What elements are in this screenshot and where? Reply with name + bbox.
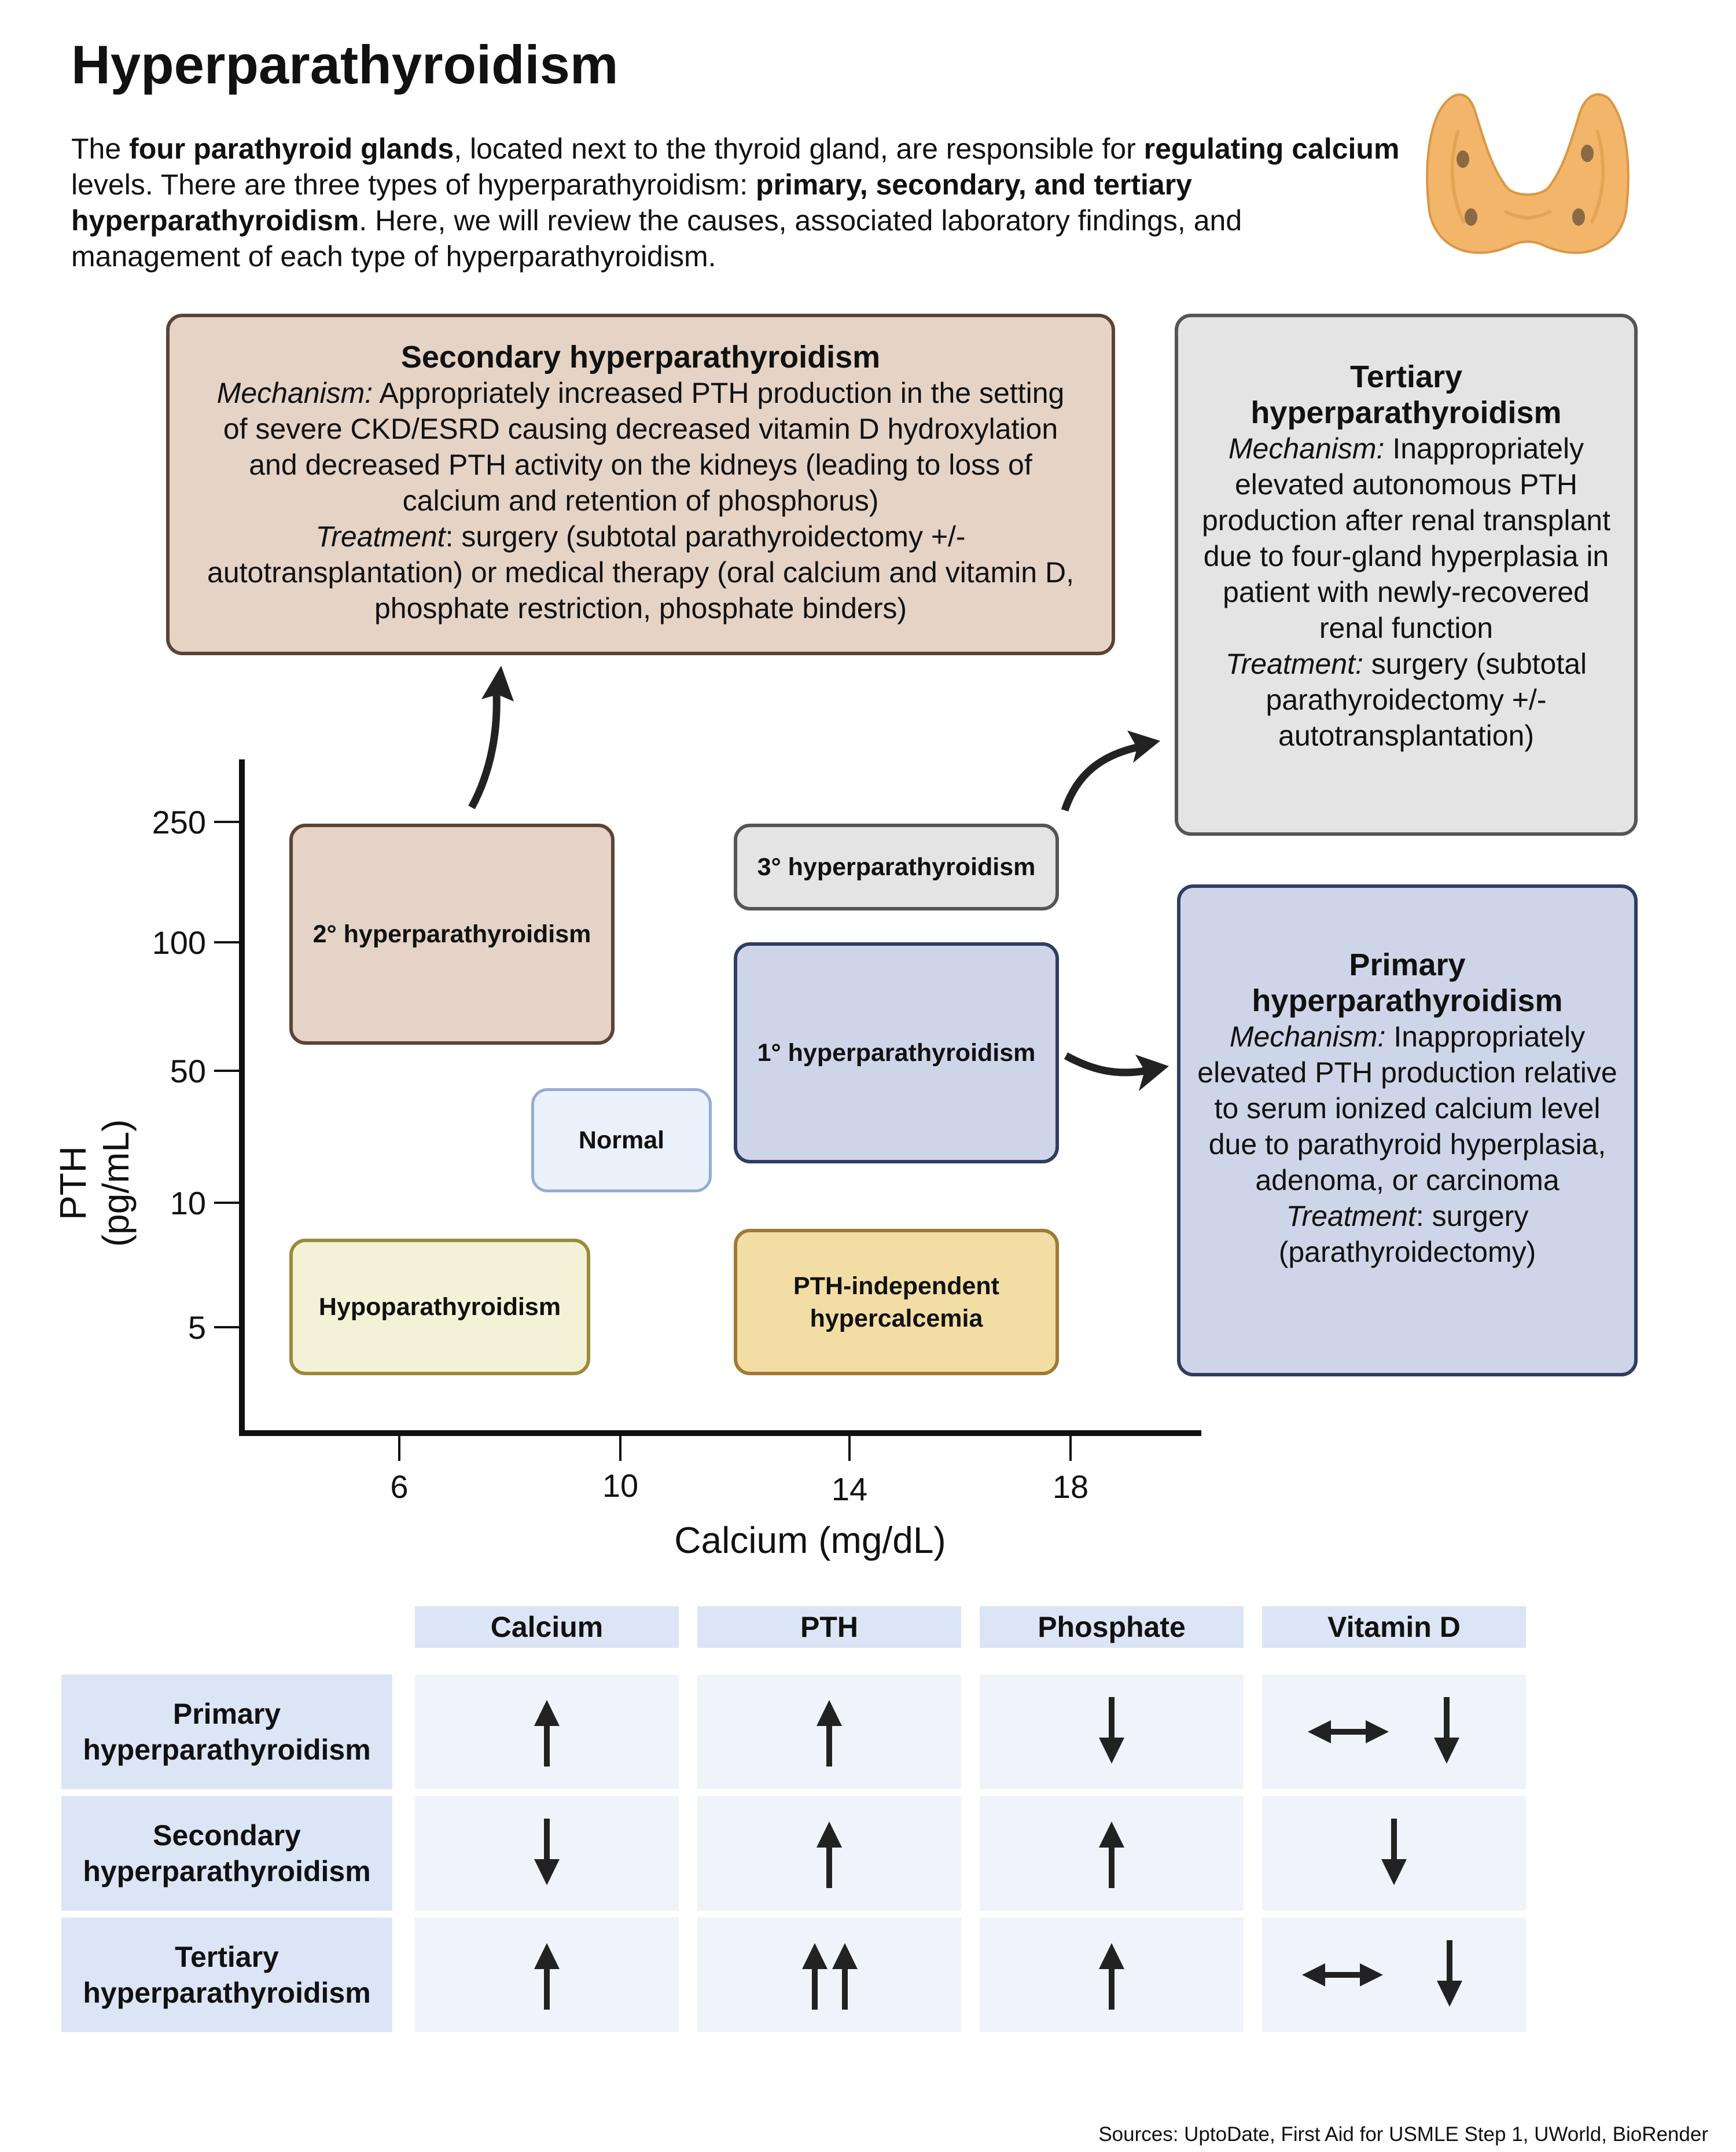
up-arrow-icon <box>816 1822 842 1888</box>
thyroid-gland-illustration <box>1426 93 1630 254</box>
row-header-tertiary-label: Tertiary hyperparathyroidism <box>83 1941 371 2009</box>
tertiary-box-title: Tertiary hyperparathyroidism <box>1250 359 1562 430</box>
row-header-secondary: Secondary hyperparathyroidism <box>61 1796 392 1911</box>
x-tick-label: 14 <box>831 1471 868 1507</box>
row-header-primary: Primary hyperparathyroidism <box>61 1674 392 1789</box>
down-arrow-icon <box>1099 1697 1124 1764</box>
tertiary-treatment-label: Treatment: <box>1225 648 1363 680</box>
primary-mechanism-text: Inappropriately elevated PTH production … <box>1197 1020 1617 1196</box>
cell-primary-vitamin-d <box>1262 1674 1526 1789</box>
x-tick-label: 6 <box>390 1468 409 1505</box>
up-arrow-icon <box>534 1700 560 1767</box>
up-arrow-icon <box>816 1700 842 1767</box>
region-pth-independent: PTH-independent hypercalcemia <box>734 1229 1059 1375</box>
tertiary-mechanism-label: Mechanism: <box>1228 432 1385 465</box>
parathyroid-gland-icon <box>1465 208 1477 226</box>
down-arrow-icon <box>1381 1819 1407 1885</box>
secondary-treatment-label: Treatment <box>315 520 446 553</box>
x-tick-label: 10 <box>602 1467 639 1504</box>
cell-tertiary-pth <box>697 1918 961 2032</box>
double-headed-arrow-icon <box>1302 1963 1383 1986</box>
parathyroid-gland-icon <box>1572 208 1585 226</box>
column-header-pth: PTH <box>697 1606 961 1648</box>
region-normal: Normal <box>531 1088 712 1192</box>
secondary-box-title: Secondary hyperparathyroidism <box>400 340 881 374</box>
y-tick-label: 10 <box>170 1185 206 1221</box>
primary-box-title: Primary hyperparathyroidism <box>1252 948 1563 1018</box>
row-header-secondary-label: Secondary hyperparathyroidism <box>83 1819 371 1887</box>
tertiary-box-body: Mechanism: Inappropriately elevated auto… <box>1196 431 1617 754</box>
y-tick-label: 250 <box>152 804 206 840</box>
intro-text-2: , located next to the thyroid gland, are… <box>454 133 1144 165</box>
x-tick-label: 18 <box>1052 1468 1089 1505</box>
tertiary-mechanism-text: Inappropriately elevated autonomous PTH … <box>1202 432 1610 644</box>
region-secondary-label: 2° hyperparathyroidism <box>312 920 591 948</box>
intro-paragraph: The four parathyroid glands, located nex… <box>71 131 1402 274</box>
down-arrow-icon <box>1437 1940 1462 2007</box>
sources-footnote: Sources: UptoDate, First Aid for USMLE S… <box>1098 2123 1708 2146</box>
intro-bold-2: regulating calcium <box>1143 133 1400 165</box>
up-arrow-icon <box>832 1943 858 2010</box>
y-tick-label: 5 <box>187 1309 206 1346</box>
row-header-primary-label: Primary hyperparathyroidism <box>83 1698 371 1766</box>
parathyroid-gland-icon <box>1581 145 1594 162</box>
primary-treatment-label: Treatment <box>1286 1200 1416 1232</box>
column-header-phosphate: Phosphate <box>980 1606 1244 1648</box>
intro-bold-1: four parathyroid glands <box>129 133 454 165</box>
double-headed-arrow-icon <box>1308 1720 1389 1743</box>
column-header-calcium-label: Calcium <box>490 1611 604 1643</box>
column-header-calcium: Calcium <box>415 1606 679 1648</box>
curved-arrow-icon <box>1064 1052 1169 1091</box>
secondary-description-box: Secondary hyperparathyroidism Mechanism:… <box>166 314 1115 655</box>
region-primary: 1° hyperparathyroidism <box>734 942 1059 1163</box>
column-header-pth-label: PTH <box>800 1611 858 1643</box>
secondary-mechanism-label: Mechanism: <box>216 377 373 409</box>
tertiary-description-box: Tertiary hyperparathyroidism Mechanism: … <box>1175 314 1638 836</box>
column-header-vitamin-d-label: Vitamin D <box>1327 1611 1461 1643</box>
primary-description-box: Primary hyperparathyroidism Mechanism: I… <box>1177 884 1638 1376</box>
intro-text-1: The <box>71 133 130 165</box>
parathyroid-gland-icon <box>1457 150 1469 168</box>
region-pth-independent-label: PTH-independent hypercalcemia <box>793 1272 999 1332</box>
up-arrow-icon <box>1099 1943 1124 2010</box>
region-hypoparathyroidism: Hypoparathyroidism <box>289 1239 590 1375</box>
curved-arrow-icon <box>468 666 514 810</box>
up-arrow-icon <box>534 1943 560 2010</box>
tertiary-treatment-text: surgery (subtotal parathyroidectomy +/- … <box>1266 648 1587 752</box>
region-primary-label: 1° hyperparathyroidism <box>757 1039 1036 1067</box>
up-arrow-icon <box>802 1943 827 2010</box>
down-arrow-icon <box>1434 1697 1459 1764</box>
intro-bold-3: primary, secondary, and tertiary hyperpa… <box>71 168 1192 237</box>
secondary-mechanism-text: Appropriately increased PTH production i… <box>223 377 1065 517</box>
y-tick-label: 100 <box>152 924 206 961</box>
y-tick-label: 50 <box>170 1053 206 1089</box>
x-axis-label: Calcium (mg/dL) <box>674 1519 946 1561</box>
intro-text-3: levels. There are three types of hyperpa… <box>71 168 756 201</box>
plot-axes <box>214 759 1201 1461</box>
region-tertiary-label: 3° hyperparathyroidism <box>757 853 1036 881</box>
region-hypo-label: Hypoparathyroidism <box>318 1293 561 1321</box>
up-arrow-icon <box>1099 1822 1124 1888</box>
column-header-phosphate-label: Phosphate <box>1038 1611 1186 1643</box>
row-header-tertiary: Tertiary hyperparathyroidism <box>61 1918 392 2032</box>
region-secondary: 2° hyperparathyroidism <box>289 824 615 1045</box>
region-normal-label: Normal <box>578 1126 665 1154</box>
primary-mechanism-label: Mechanism: <box>1229 1020 1386 1053</box>
column-header-vitamin-d: Vitamin D <box>1262 1606 1526 1648</box>
primary-box-body: Mechanism: Inappropriately elevated PTH … <box>1196 1019 1619 1270</box>
page-title: Hyperparathyroidism <box>71 34 619 95</box>
primary-treatment-text: : surgery (parathyroidectomy) <box>1278 1200 1536 1268</box>
intro-text-4: . Here, we will review the causes, assoc… <box>71 204 1242 273</box>
secondary-box-body: Mechanism: Appropriately increased PTH p… <box>170 375 1112 626</box>
curved-arrow-icon <box>1061 730 1160 812</box>
region-tertiary: 3° hyperparathyroidism <box>734 824 1059 910</box>
down-arrow-icon <box>534 1819 560 1885</box>
secondary-treatment-text: : surgery (subtotal parathyroidectomy +/… <box>207 520 1074 625</box>
